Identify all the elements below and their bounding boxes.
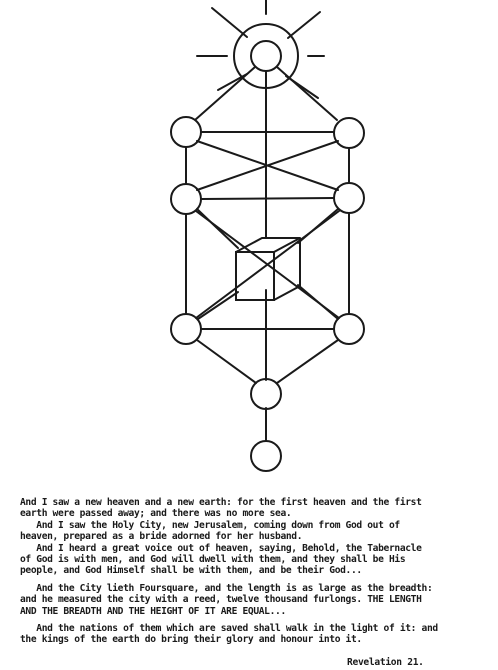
text-line: people, and God Himself shall be with th… (20, 565, 362, 577)
node-lower-right (333, 313, 365, 345)
path-crown-upper-left (194, 66, 256, 121)
text-line: and he measured the city with a reed, tw… (20, 594, 422, 606)
text-line: And the City lieth Foursquare, and the l… (20, 582, 433, 594)
cube-icon (235, 237, 301, 301)
node-middle-left (170, 183, 202, 215)
citation: Revelation 21. (347, 657, 424, 668)
path-middle-left-cube (196, 208, 239, 249)
scripture-passage: And I saw a new heaven and a new earth: … (20, 497, 490, 646)
text-line: And the nations of them which are saved … (20, 623, 438, 635)
node-upper-right (333, 117, 365, 149)
node-lower-left (170, 313, 202, 345)
path-crown-upper-right (276, 66, 338, 121)
text-line: the kings of the earth do bring their gl… (20, 634, 362, 646)
path-lower-right-foundation (276, 339, 339, 384)
node-foundation (250, 378, 282, 410)
paragraph-new-jerusalem: And I saw a new heaven and a new earth: … (20, 497, 490, 577)
text-line: of God is with men, and God will dwell w… (20, 554, 406, 566)
text-line: And I saw a new heaven and a new earth: … (20, 497, 422, 508)
paragraph-nations: And the nations of them which are saved … (20, 623, 490, 646)
path-lower-left-foundation (196, 339, 257, 384)
text-line: AND THE BREADTH AND THE HEIGHT OF IT ARE… (20, 605, 286, 617)
node-middle-right (333, 182, 365, 214)
path-upper-right-middle-left (196, 140, 339, 191)
text-line: heaven, prepared as a bride adorned for … (20, 531, 303, 543)
text-line: earth were passed away; and there was no… (20, 508, 292, 520)
path-middle-right-lower-left (195, 210, 340, 319)
node-bottom (250, 440, 282, 472)
text-line: And I saw the Holy City, new Jerusalem, … (20, 519, 400, 531)
tree-of-life-diagram (170, 0, 365, 472)
path-middle-horizontal (200, 197, 335, 200)
path-cube-lower-right (297, 284, 339, 320)
paragraph-foursquare: And the City lieth Foursquare, and the l… (20, 583, 490, 617)
node-upper-left (170, 116, 202, 148)
path-cube-lower-left (197, 291, 239, 320)
text-line: And I heard a great voice out of heaven,… (20, 542, 422, 554)
ray-upper-left (211, 7, 248, 38)
ray-upper-right (287, 11, 321, 39)
